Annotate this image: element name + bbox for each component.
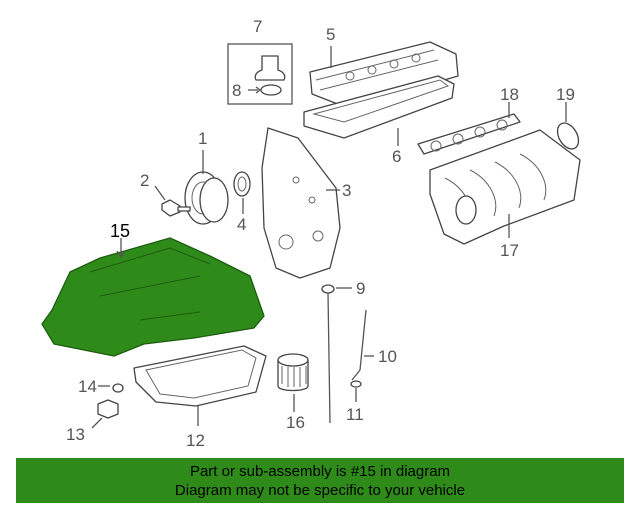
oil-filler-cap-group	[227, 43, 293, 105]
valve-cover-group	[309, 41, 459, 109]
timing-cover-group	[261, 127, 341, 279]
dipstick-tube-oring	[350, 380, 362, 388]
gasket-port-4	[496, 119, 508, 131]
valve-cover-ribs	[315, 49, 439, 91]
intake-manifold	[429, 129, 581, 245]
timing-chain-cover	[261, 127, 341, 279]
dipstick-tube	[351, 309, 367, 381]
callout-11[interactable]: 11	[346, 405, 364, 424]
cover-crank-hole	[278, 234, 294, 250]
throttle-gasket-group	[556, 102, 580, 150]
upper-oil-pan-group	[41, 237, 265, 357]
lower-oil-pan	[133, 345, 267, 407]
callout-14[interactable]: 14	[78, 377, 97, 396]
valve-cover-hole-3	[389, 59, 399, 69]
arrow-15	[116, 250, 126, 259]
crankshaft-seal	[233, 171, 251, 197]
callout-6[interactable]: 6	[392, 147, 402, 166]
callout-18[interactable]: 18	[500, 85, 519, 104]
callout-3[interactable]: 3	[342, 181, 352, 200]
pulley-bolt-head	[161, 199, 181, 217]
leader-13	[91, 417, 103, 429]
drain-plug	[97, 399, 119, 419]
upper-oil-pan	[41, 237, 265, 357]
seal-inner	[237, 176, 247, 192]
callout-19[interactable]: 19	[556, 85, 575, 104]
valve-cover	[309, 41, 459, 109]
oil-filter-group	[277, 353, 309, 412]
callout-9[interactable]: 9	[356, 279, 366, 298]
exploded-parts-diagram	[41, 41, 581, 429]
callout-5[interactable]: 5	[326, 25, 336, 44]
callout-1[interactable]: 1	[198, 129, 208, 148]
dipstick-tube-group	[350, 309, 374, 402]
cover-bolt-2	[308, 196, 316, 204]
intake-gasket-group	[417, 102, 521, 155]
info-banner: Part or sub-assembly is #15 in diagram D…	[16, 458, 624, 503]
callout-4[interactable]: 4	[237, 215, 247, 234]
callout-17[interactable]: 17	[500, 241, 519, 260]
dipstick-handle	[321, 284, 335, 294]
throttle-body-gasket	[556, 122, 580, 150]
callout-10[interactable]: 10	[378, 347, 397, 366]
valve-cover-gasket	[303, 75, 455, 139]
callout-2[interactable]: 2	[140, 171, 150, 190]
banner-line-part: Part or sub-assembly is #15 in diagram	[189, 463, 451, 480]
dipstick-blade	[327, 292, 331, 424]
crank-pulley-group	[184, 150, 229, 225]
gasket-port-1	[430, 140, 442, 152]
drain-plug-gasket	[112, 383, 124, 393]
callout-16[interactable]: 16	[286, 413, 305, 432]
gasket-port-2	[452, 133, 464, 145]
cover-bolt-1	[292, 176, 300, 184]
pulley-bolt-shank	[177, 206, 191, 212]
drain-plug-group	[91, 383, 124, 429]
lower-oil-pan-group	[133, 345, 267, 426]
pulley-bolt-group	[154, 185, 191, 217]
intake-manifold-gasket	[417, 113, 521, 155]
cap-gasket	[260, 84, 282, 96]
cap-box	[227, 43, 293, 105]
banner-line-disclaimer: Diagram may not be specific to your vehi…	[174, 482, 466, 499]
pulley-face	[199, 177, 229, 223]
callout-8[interactable]: 8	[232, 81, 242, 100]
oil-pan-ribs	[89, 247, 211, 321]
callout-7[interactable]: 7	[253, 17, 263, 36]
intake-plenum-end	[455, 195, 477, 225]
oil-filter-top	[277, 353, 309, 367]
valve-cover-hole-1	[345, 71, 355, 81]
valve-cover-hole-2	[367, 65, 377, 75]
gasket-port-3	[474, 126, 486, 138]
arrow-8	[255, 86, 262, 94]
valve-cover-gasket-group	[303, 75, 455, 146]
cover-boss-1	[312, 230, 324, 242]
intake-manifold-group	[429, 129, 581, 245]
callout-12[interactable]: 12	[186, 431, 205, 450]
valve-cover-hole-4	[411, 53, 421, 63]
leader-2	[154, 185, 166, 201]
gasket-inner	[312, 79, 450, 123]
crank-seal-group	[233, 171, 251, 214]
oil-filter-ribs	[281, 366, 307, 387]
callout-15[interactable]: 15	[110, 221, 131, 241]
dipstick-group	[321, 284, 352, 424]
oil-filler-cap	[254, 55, 286, 81]
callout-13[interactable]: 13	[66, 425, 85, 444]
oil-pan-inner	[145, 349, 257, 399]
